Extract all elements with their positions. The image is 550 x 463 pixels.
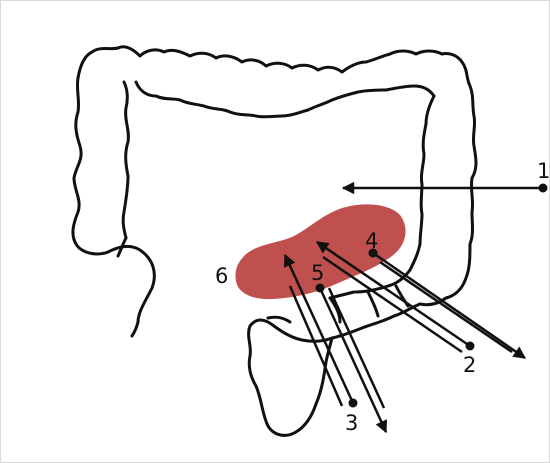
label-3: 3	[345, 411, 358, 435]
label-4: 4	[365, 229, 378, 253]
label-5: 5	[311, 261, 324, 285]
dot-1	[539, 184, 548, 193]
label-6: 6	[215, 264, 228, 288]
label-2: 2	[463, 353, 476, 377]
dot-3	[349, 399, 358, 408]
dot-2	[466, 342, 475, 351]
label-1: 1	[537, 159, 550, 183]
colon-outline	[73, 47, 476, 436]
